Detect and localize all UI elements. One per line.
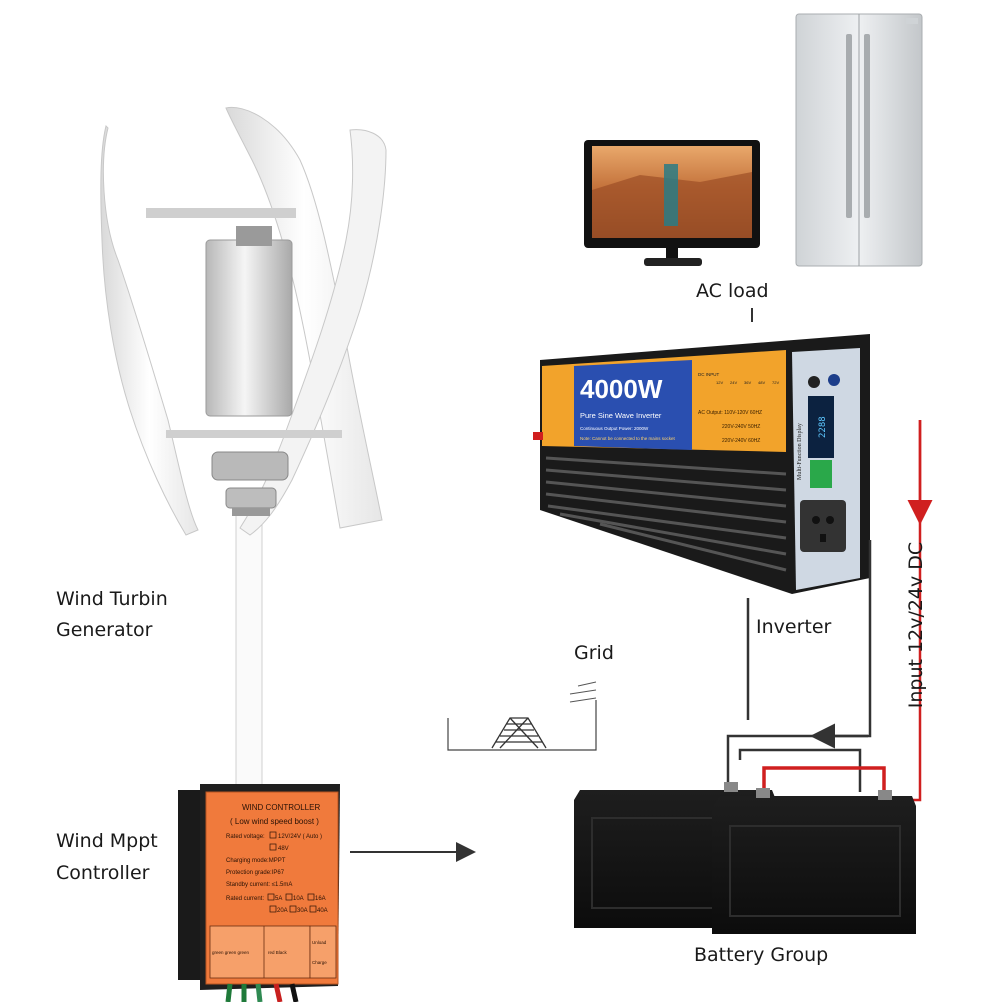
controller-rated-voltage: Rated voltage: bbox=[226, 834, 265, 840]
inverter-dc-tag: DC INPUT bbox=[698, 372, 720, 377]
turbine-label-line2: Generator bbox=[56, 619, 153, 641]
inverter-text: 4000W Pure Sine Wave Inverter Continuous… bbox=[580, 372, 828, 480]
battery-front bbox=[712, 796, 916, 934]
inverter-lcd bbox=[808, 396, 834, 458]
inverter-lcd-reading: 2288 bbox=[818, 416, 828, 438]
controller-rated-current: Rated current: bbox=[226, 896, 264, 902]
monitor bbox=[584, 140, 760, 266]
controller-terminal-panel bbox=[209, 925, 311, 979]
wire-battery-link bbox=[762, 766, 886, 800]
controller-term-unload: Unload bbox=[312, 940, 327, 945]
controller-current-10a: 10A bbox=[293, 896, 304, 902]
inverter-fins bbox=[545, 456, 787, 572]
controller-subtitle: ( Low wind speed boost ) bbox=[230, 817, 319, 826]
turbine-blade-center bbox=[225, 106, 383, 529]
turbine-generator bbox=[205, 239, 293, 417]
turbine-mast bbox=[235, 499, 263, 801]
controller-term-batt: red Black bbox=[268, 950, 288, 955]
inverter-note-text: Note: Cannot be connected to the mains s… bbox=[580, 436, 676, 441]
inverter-ac-socket bbox=[800, 500, 846, 552]
monitor-stand bbox=[644, 258, 702, 266]
controller-current-30a: 30A bbox=[297, 908, 308, 914]
fridge-handle-left bbox=[846, 34, 852, 218]
controller-term-charge: Charge bbox=[312, 960, 327, 965]
inverter-v4: 72V bbox=[772, 380, 779, 385]
inverter-power-text: 4000W bbox=[580, 374, 663, 404]
inverter-battery-meter bbox=[810, 460, 832, 488]
inverter-continuous-text: Continuous Output Power: 2000W bbox=[580, 426, 649, 431]
mppt-controller bbox=[178, 784, 340, 1002]
input-dc-label: Input 12v/24v DC bbox=[905, 541, 927, 709]
inverter-label: Inverter bbox=[756, 616, 832, 638]
wind-turbine bbox=[100, 106, 387, 801]
controller-current-40a: 40A bbox=[317, 908, 328, 914]
turbine-blade-left bbox=[100, 125, 199, 536]
controller-current-20a: 20A bbox=[277, 908, 288, 914]
controller-current-16a: 16A bbox=[315, 896, 326, 902]
battery-group bbox=[574, 782, 916, 934]
inverter-blue-band bbox=[574, 360, 692, 450]
inverter bbox=[533, 334, 870, 594]
battery-group-label: Battery Group bbox=[694, 944, 829, 966]
controller-text: WIND CONTROLLER ( Low wind speed boost )… bbox=[212, 803, 328, 965]
inverter-v2: 36V bbox=[744, 380, 751, 385]
mppt-label-line1: Wind Mppt bbox=[56, 830, 158, 852]
turbine-bottom-arm bbox=[166, 430, 342, 438]
turbine-label-line1: Wind Turbin bbox=[56, 588, 168, 610]
inverter-out-0: AC Output: 110V-120V 60HZ bbox=[698, 410, 762, 416]
inverter-subtitle-text: Pure Sine Wave Inverter bbox=[580, 411, 662, 420]
controller-voltage-opt2: 48V bbox=[278, 846, 289, 852]
inverter-side-text: Multi-Function Display bbox=[797, 423, 803, 480]
controller-voltage-opt1: 12V/24V ( Auto ) bbox=[278, 834, 322, 840]
grid-label: Grid bbox=[574, 642, 614, 664]
inverter-v0: 12V bbox=[716, 380, 723, 385]
controller-charging-mode: Charging mode:MPPT bbox=[226, 858, 286, 864]
ac-load-label: AC load bbox=[696, 280, 769, 302]
controller-standby: Standby current: ≤1.5mA bbox=[226, 882, 292, 888]
controller-term-wind: green green green bbox=[212, 950, 250, 955]
fridge-handle-right bbox=[864, 34, 870, 218]
controller-protection: Protection grade:IP67 bbox=[226, 870, 285, 876]
turbine-bearing bbox=[211, 451, 289, 481]
inverter-v3: 48V bbox=[758, 380, 765, 385]
turbine-blade-right bbox=[239, 129, 387, 536]
inverter-out-2: 220V-240V 60HZ bbox=[722, 438, 760, 444]
grid-pylon bbox=[447, 681, 597, 751]
turbine-top-arm bbox=[146, 208, 296, 218]
refrigerator bbox=[795, 13, 923, 267]
inverter-v1: 24V bbox=[730, 380, 737, 385]
inverter-out-1: 220V-240V 50HZ bbox=[722, 424, 760, 430]
controller-current-5a: 5A bbox=[275, 896, 282, 902]
mppt-label-line2: Controller bbox=[56, 862, 150, 884]
controller-title: WIND CONTROLLER bbox=[242, 803, 320, 812]
